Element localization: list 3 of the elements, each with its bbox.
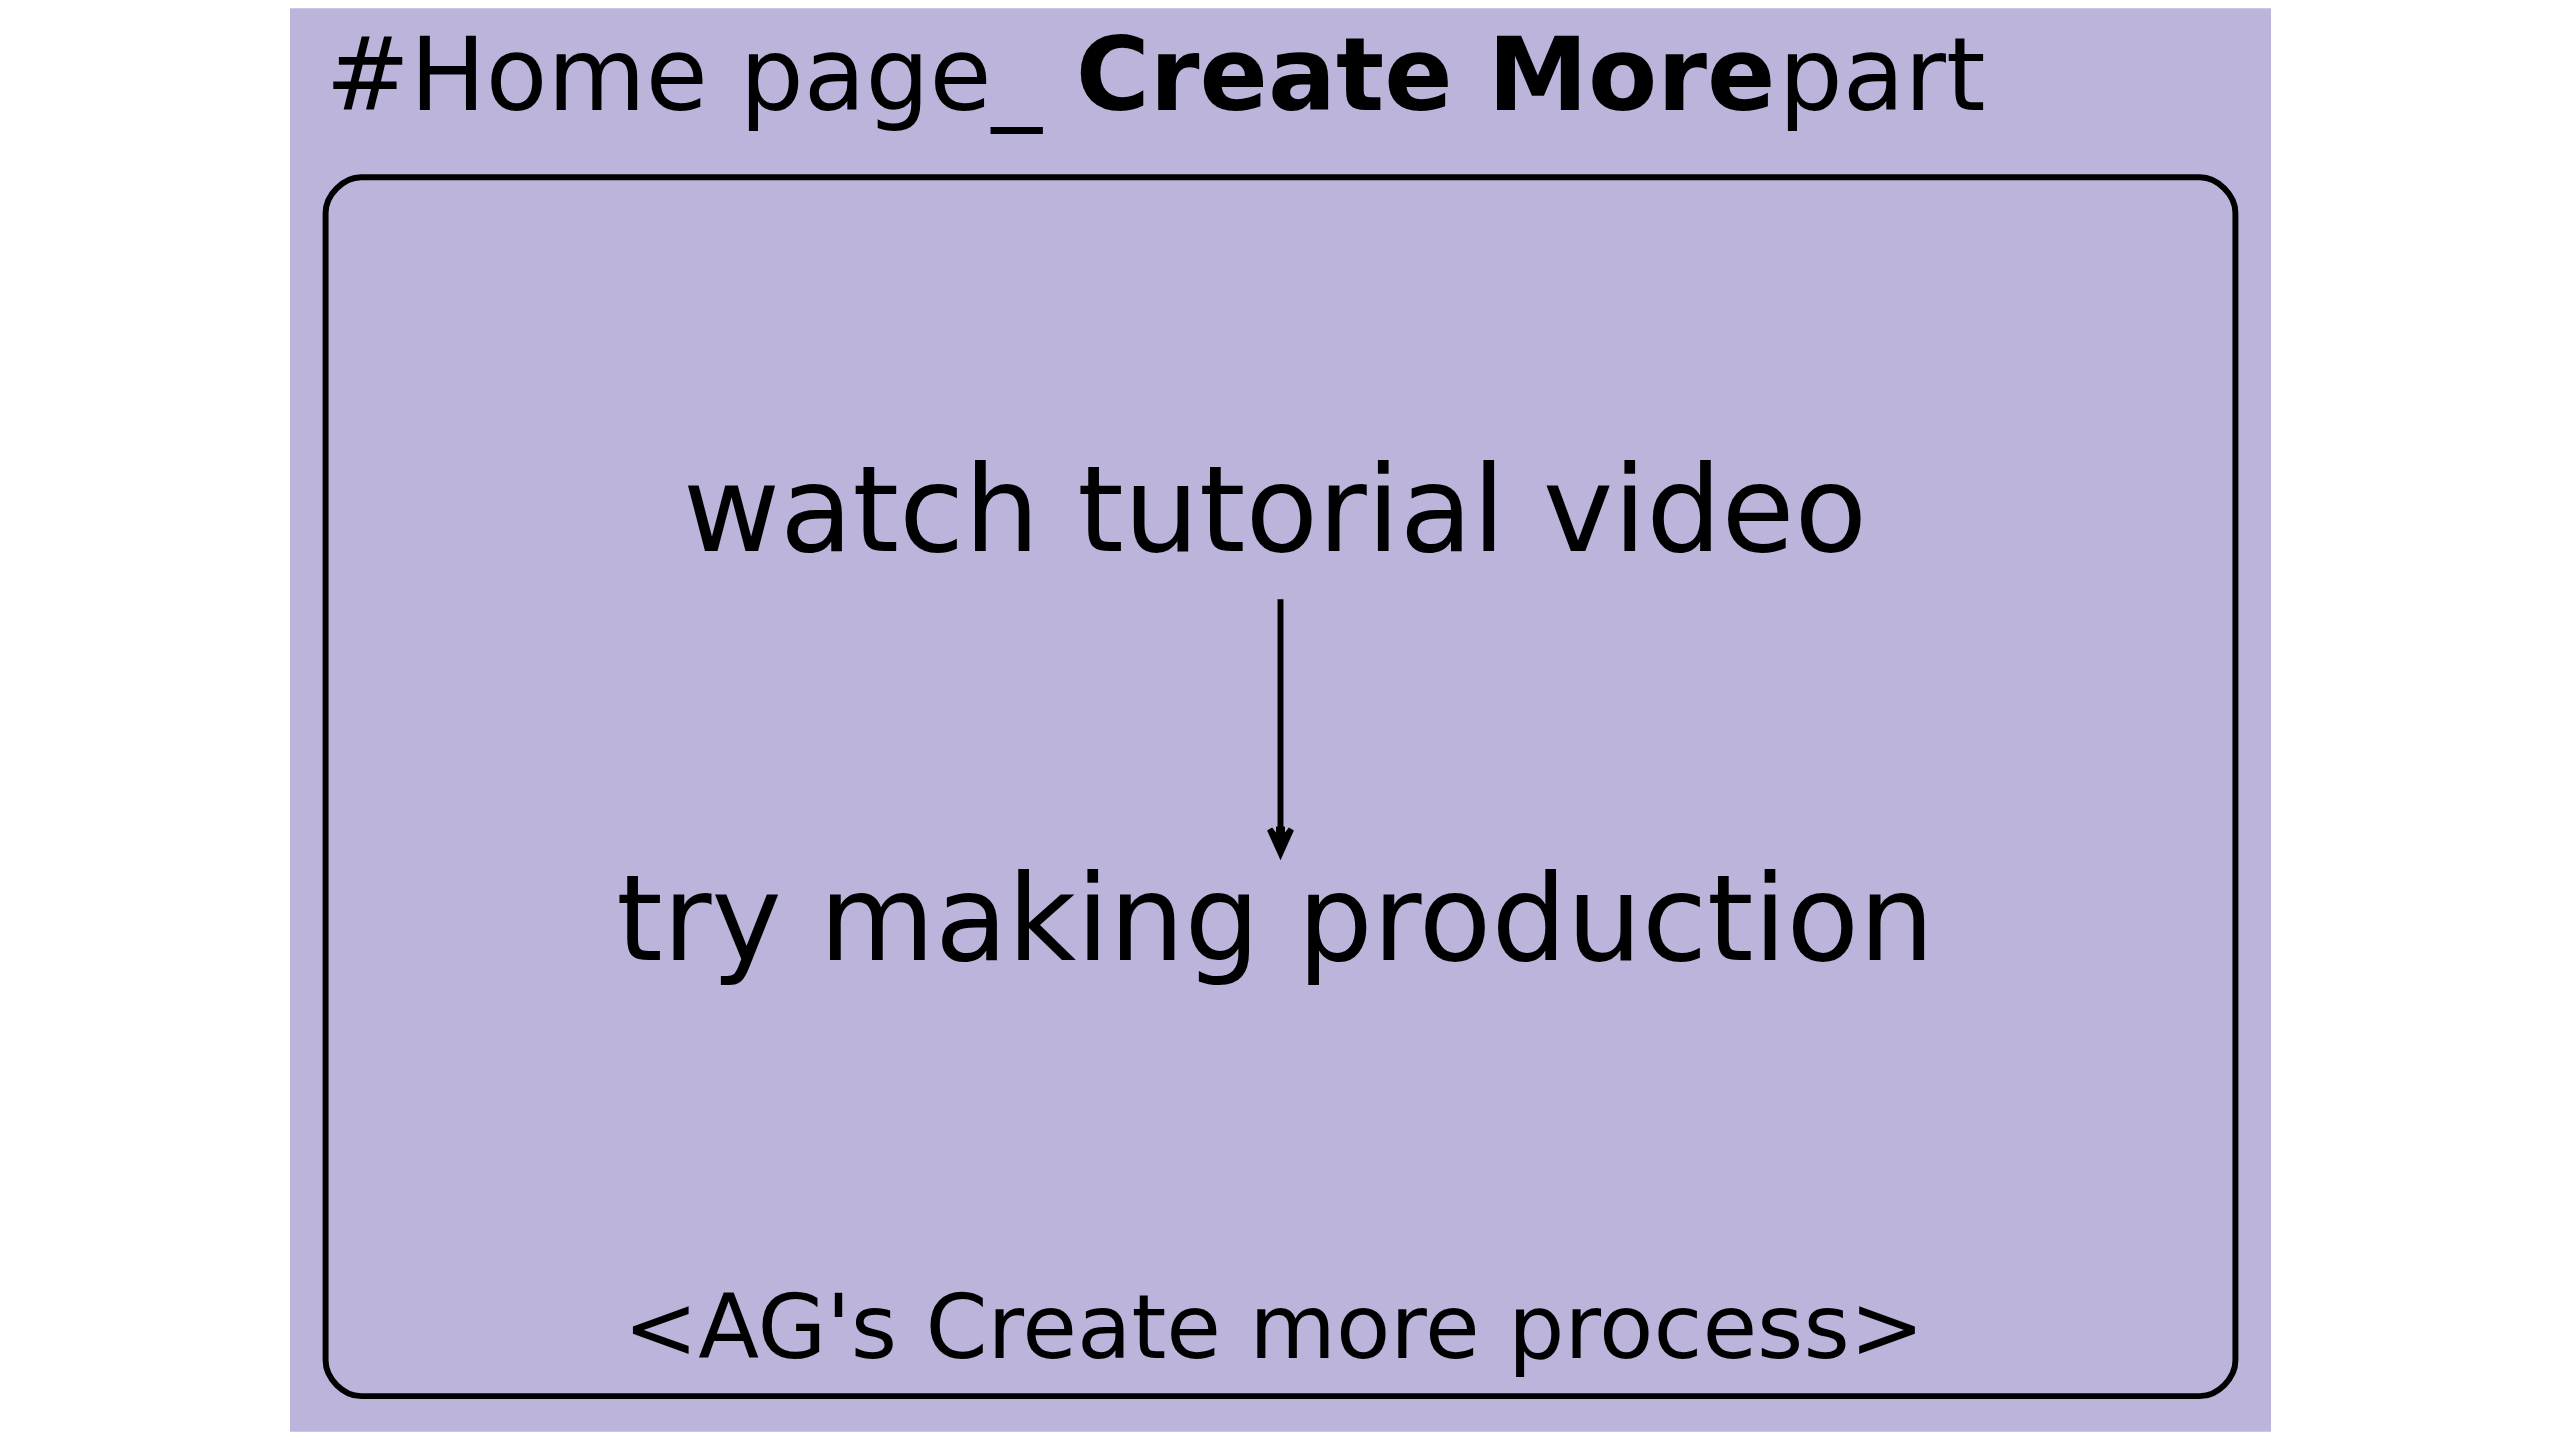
node-text: try making production [615, 850, 1934, 989]
node-text: watch tutorial video [682, 440, 1867, 579]
diagram-title: #Home page_ Create Morepart [325, 15, 1985, 134]
